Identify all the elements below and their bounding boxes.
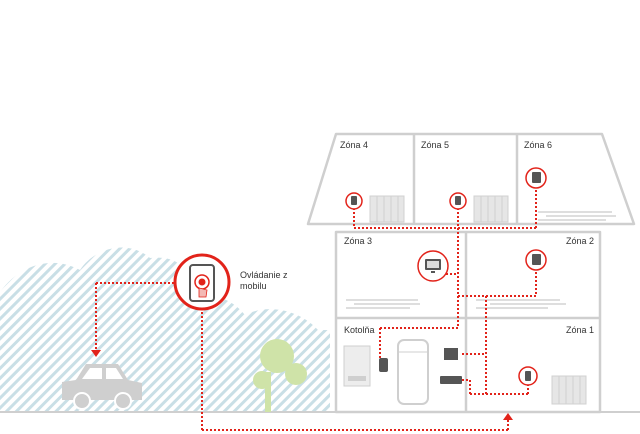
zone5-label: Zóna 5 — [421, 140, 449, 150]
arrow-to-car — [91, 350, 101, 357]
floor-hint-lines — [346, 211, 616, 309]
thermostat-icon — [525, 249, 547, 271]
thermostat-icon — [525, 167, 547, 189]
control-module-icon — [379, 348, 462, 384]
thermostat-icon — [449, 192, 467, 210]
thermostat-icon — [345, 192, 363, 210]
car-icon — [62, 364, 142, 410]
mobile-control-label-line2: mobilu — [240, 281, 267, 291]
wiring-lines — [95, 190, 537, 431]
arrow-to-house — [503, 413, 513, 420]
water-tank-icon — [397, 339, 429, 405]
zone1-label: Zóna 1 — [566, 325, 594, 335]
zone3-label: Zóna 3 — [344, 236, 372, 246]
mobile-control-label: Ovládanie z — [240, 270, 288, 280]
boiler-icon — [343, 345, 371, 387]
smartphone-icon[interactable] — [173, 253, 231, 311]
radiator-icon — [551, 375, 587, 405]
zone2-label: Zóna 2 — [566, 236, 594, 246]
radiator-icon — [473, 195, 509, 223]
tree-icon — [253, 339, 307, 412]
zone6-label: Zóna 6 — [524, 140, 552, 150]
zone4-label: Zóna 4 — [340, 140, 368, 150]
radiator-icon — [369, 195, 405, 223]
boiler-room-label: Kotolňa — [344, 325, 375, 335]
thermostat-icon — [518, 366, 538, 386]
house-outline — [306, 132, 636, 414]
tv-display-icon — [417, 250, 449, 282]
